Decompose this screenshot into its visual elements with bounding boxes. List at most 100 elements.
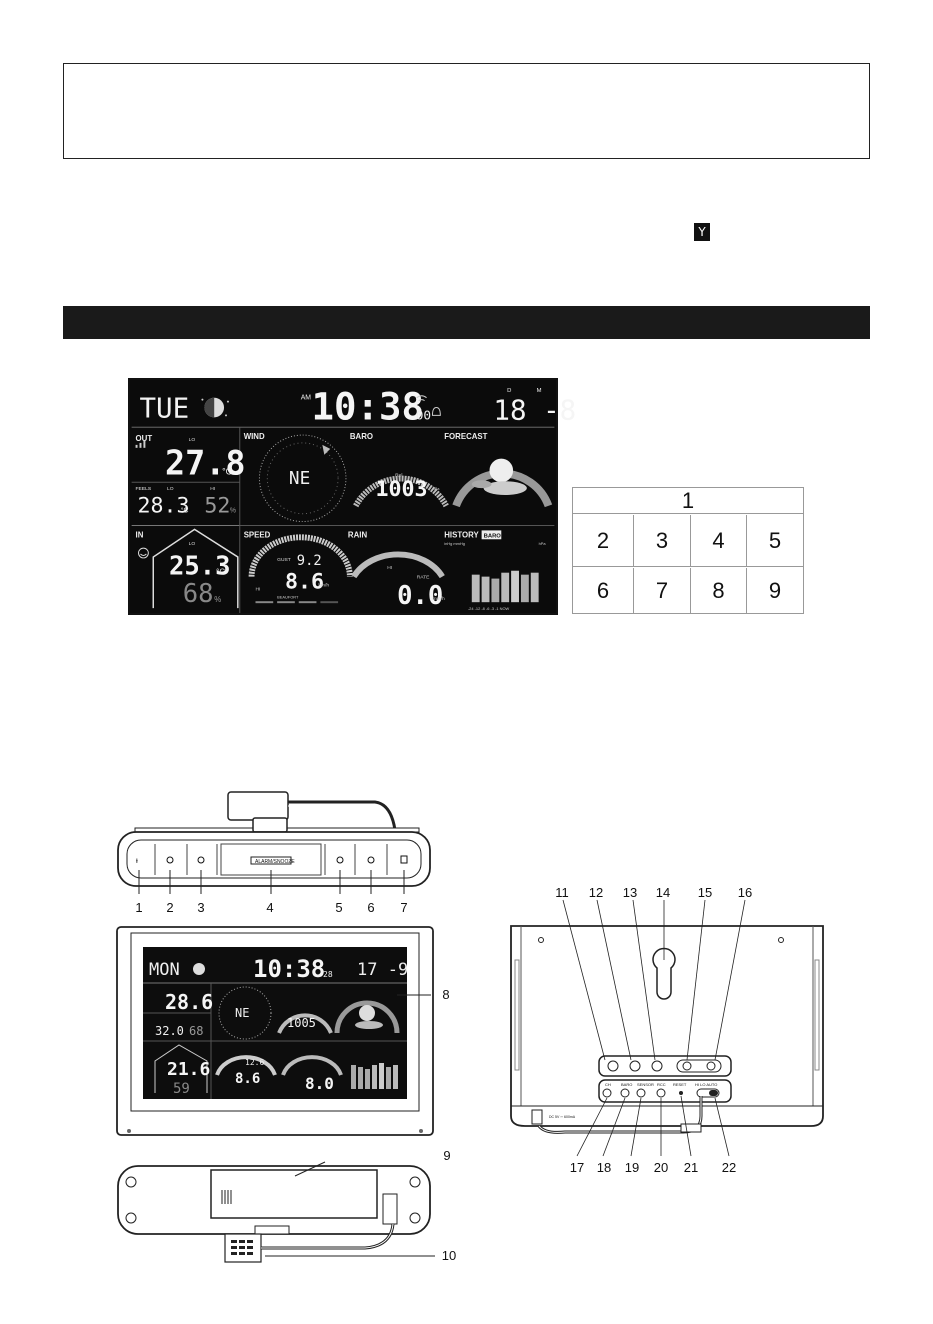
out-label: OUT xyxy=(136,434,153,443)
front-out-temp: 28.6 xyxy=(165,990,213,1014)
reset-pinhole xyxy=(679,1091,683,1095)
front-gust-value: 12.6 xyxy=(245,1058,264,1067)
front-out-humidity: 68 xyxy=(189,1024,203,1038)
in-humidity: 68 xyxy=(183,579,214,609)
callout-18: 18 xyxy=(596,1160,612,1175)
history-axis-labels: -24 -12 -8 -6 -3 -1 NOW xyxy=(468,606,510,611)
wall-mount-hole xyxy=(652,947,676,1000)
house-outline-icon xyxy=(152,528,239,609)
front-house-icon xyxy=(154,1044,208,1093)
history-inhg-label: inHg mmHg xyxy=(444,541,465,546)
front-time: 10:38 xyxy=(253,955,325,983)
section-header-bar xyxy=(63,306,870,339)
front-wind-dir: NE xyxy=(235,1006,249,1020)
reset-label: RESET xyxy=(673,1082,687,1087)
callout-15: 15 xyxy=(697,885,713,900)
history-label: HISTORY xyxy=(444,530,479,539)
back-button-20 xyxy=(656,1088,666,1098)
in-label: IN xyxy=(136,530,144,539)
feels-label: FEELS xyxy=(136,486,152,492)
baro-label: BARO xyxy=(350,432,373,441)
back-button-17 xyxy=(602,1088,612,1098)
callout-16: 16 xyxy=(737,885,753,900)
in-temp: 25.3 xyxy=(169,552,231,582)
out-humidity: 52 xyxy=(204,494,230,519)
front-seconds: 28 xyxy=(323,970,333,979)
out-temp-unit: °C xyxy=(222,466,233,476)
wind-label: WIND xyxy=(244,432,265,441)
moon-phase-icon xyxy=(201,397,229,418)
back-button-12 xyxy=(629,1060,641,1072)
comfort-smiley-icon xyxy=(138,547,149,559)
history-hpa-label: hPa xyxy=(539,541,547,546)
callout-10: 10 xyxy=(441,1248,457,1263)
front-speed-arc xyxy=(215,1055,277,1076)
baro-gauge-arc xyxy=(353,475,449,508)
callout-12: 12 xyxy=(588,885,604,900)
sensor-signal-icon xyxy=(135,440,146,448)
button-2-icon xyxy=(166,856,174,864)
zone-2-cell: 2 xyxy=(573,515,634,567)
history-button-icon xyxy=(400,855,408,864)
callout-7: 7 xyxy=(400,900,408,915)
rcc-label: RCC xyxy=(657,1082,666,1087)
callout-4: 4 xyxy=(266,900,274,915)
callout-5: 5 xyxy=(335,900,343,915)
gust-value: 9.2 xyxy=(297,553,322,569)
front-cloud-icon xyxy=(355,1021,383,1029)
switch-label: HI LO AUTO xyxy=(695,1082,717,1087)
front-forecast-arc xyxy=(334,1000,400,1034)
speed-label: SPEED xyxy=(244,530,271,539)
back-button-19 xyxy=(636,1088,646,1098)
front-day: MON xyxy=(149,960,180,980)
front-baro-value: 1005 xyxy=(287,1016,316,1030)
history-bar-graph xyxy=(471,570,539,603)
back-baro-label: BARO xyxy=(621,1082,632,1087)
lcd-date-m-label: M xyxy=(537,388,542,394)
in-temp-unit: °C xyxy=(216,568,225,577)
zone-6-cell: 6 xyxy=(573,568,634,613)
ch-label: CH xyxy=(605,1082,611,1087)
out-humidity-unit: % xyxy=(230,508,236,515)
lcd-time: 10:38 xyxy=(312,384,424,428)
baro-unit: hPa xyxy=(432,486,440,491)
rain-unit: mm/h xyxy=(432,596,445,602)
front-sun-icon xyxy=(359,1005,375,1021)
back-button-18 xyxy=(620,1088,630,1098)
callout-11: 11 xyxy=(555,885,569,900)
button-6-icon xyxy=(367,856,375,864)
speed-gauge-arc xyxy=(248,534,353,577)
callout-13: 13 xyxy=(622,885,638,900)
rain-rate-label: RATE xyxy=(417,575,430,581)
signal-icon xyxy=(416,395,427,402)
display-zone-table: 1 2 3 4 5 6 7 8 9 xyxy=(572,487,804,614)
note-box xyxy=(63,63,870,159)
back-button-16 xyxy=(706,1061,716,1071)
callout-3: 3 xyxy=(197,900,205,915)
zone-4-cell: 4 xyxy=(691,515,747,567)
dc-label: DC 5V ⎓ 600mA xyxy=(549,1115,576,1119)
beaufort-label: BEAUFORT xyxy=(277,594,299,599)
callout-9: 9 xyxy=(443,1148,451,1163)
button-3-icon xyxy=(197,856,205,864)
battery-compartment xyxy=(210,1169,378,1219)
gust-label: GUST xyxy=(277,557,291,563)
callout-6: 6 xyxy=(367,900,375,915)
hum-hi-label: HI xyxy=(210,486,215,492)
front-rain-value: 8.0 xyxy=(305,1074,334,1093)
baro-rel-label: Rel xyxy=(395,472,402,478)
back-button-15 xyxy=(682,1061,692,1071)
callout-8: 8 xyxy=(442,987,450,1002)
front-speed-value: 8.6 xyxy=(235,1071,260,1087)
callout-17: 17 xyxy=(569,1160,585,1175)
front-rain-arc xyxy=(281,1055,343,1076)
back-button-13 xyxy=(651,1060,663,1072)
feels-unit: °C xyxy=(181,507,189,515)
callout-2: 2 xyxy=(166,900,174,915)
front-in-humidity: 59 xyxy=(173,1081,190,1097)
history-mode: BARO xyxy=(484,533,502,539)
alarm-snooze-label: ALARM/SNOOZE xyxy=(255,859,295,865)
speed-value: 8.6 xyxy=(285,569,324,594)
zone-7-cell: 7 xyxy=(634,568,691,613)
front-feels-temp: 32.0 xyxy=(155,1024,184,1038)
